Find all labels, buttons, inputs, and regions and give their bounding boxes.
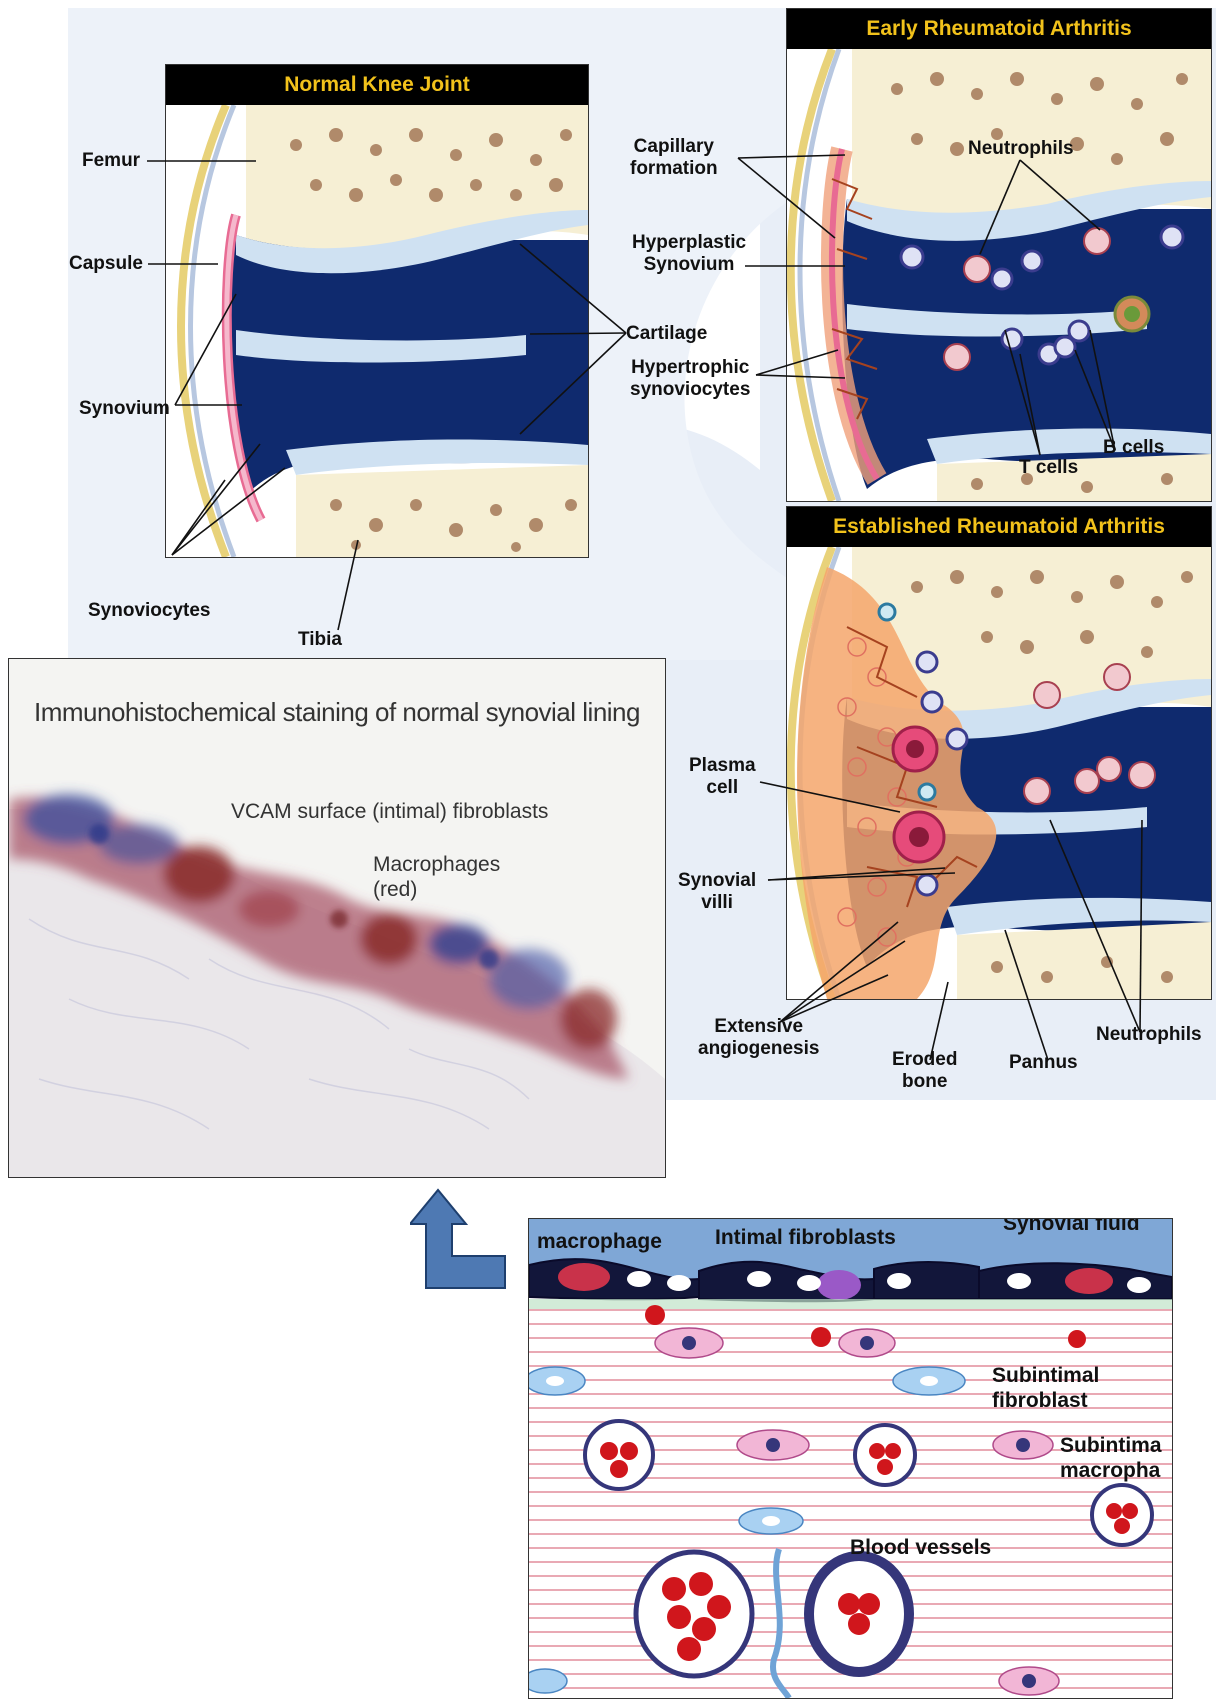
normal-knee-illustration xyxy=(166,65,588,557)
panel-title: Early Rheumatoid Arthritis xyxy=(787,9,1211,49)
vcam-label: VCAM surface (intimal) fibroblasts xyxy=(231,799,548,824)
established-ra-panel: Established Rheumatoid Arthritis xyxy=(786,506,1212,1000)
hyperplastic-synovium-label: Hyperplastic Synovium xyxy=(632,232,746,276)
tibia-label: Tibia xyxy=(298,629,342,651)
cartilage-label: Cartilage xyxy=(626,323,707,345)
capsule-label: Capsule xyxy=(69,253,143,275)
subintimal-macrophage-label: Subintima macropha xyxy=(1060,1433,1162,1483)
early-ra-illustration xyxy=(787,9,1211,501)
intimal-fibroblasts-label: Intimal fibroblasts xyxy=(715,1225,896,1250)
extensive-angiogenesis-label: Extensive angiogenesis xyxy=(698,1016,819,1060)
b-cells-label: B cells xyxy=(1103,437,1164,459)
subintimal-fibroblast-label: Subintimal fibroblast xyxy=(992,1363,1099,1413)
eroded-bone-label: Eroded bone xyxy=(892,1049,957,1093)
histology-image xyxy=(9,659,665,1177)
macrophage-label: macrophage xyxy=(537,1229,662,1254)
synoviocytes-label: Synoviocytes xyxy=(88,600,211,622)
femur-label: Femur xyxy=(82,150,140,172)
synovium-label: Synovium xyxy=(79,398,170,420)
t-cells-label: T cells xyxy=(1019,457,1078,479)
early-ra-panel: Early Rheumatoid Arthritis xyxy=(786,8,1212,502)
neutrophils-label-established: Neutrophils xyxy=(1096,1024,1202,1046)
synovial-villi-label: Synovial villi xyxy=(678,870,756,914)
histology-panel: Immunohistochemical staining of normal s… xyxy=(8,658,666,1178)
synovium-schematic-panel: macrophage Intimal fibroblasts Synovial … xyxy=(528,1218,1173,1699)
hypertrophic-synoviocytes-label: Hypertrophic synoviocytes xyxy=(630,357,750,401)
panel-title: Established Rheumatoid Arthritis xyxy=(787,507,1211,547)
panel-title: Normal Knee Joint xyxy=(166,65,588,105)
plasma-cell-label: Plasma cell xyxy=(689,755,756,799)
macrophages-label: Macrophages (red) xyxy=(373,852,500,902)
arrow-icon xyxy=(410,1184,520,1294)
established-ra-illustration xyxy=(787,507,1211,999)
pannus-label: Pannus xyxy=(1009,1052,1078,1074)
neutrophils-label-early: Neutrophils xyxy=(968,138,1074,160)
blood-vessels-label: Blood vessels xyxy=(850,1535,991,1560)
capillary-formation-label: Capillary formation xyxy=(630,136,718,180)
normal-knee-panel: Normal Knee Joint xyxy=(165,64,589,558)
histology-title: Immunohistochemical staining of normal s… xyxy=(9,697,665,728)
synovial-fluid-label: Synovial fluid xyxy=(1003,1218,1140,1236)
